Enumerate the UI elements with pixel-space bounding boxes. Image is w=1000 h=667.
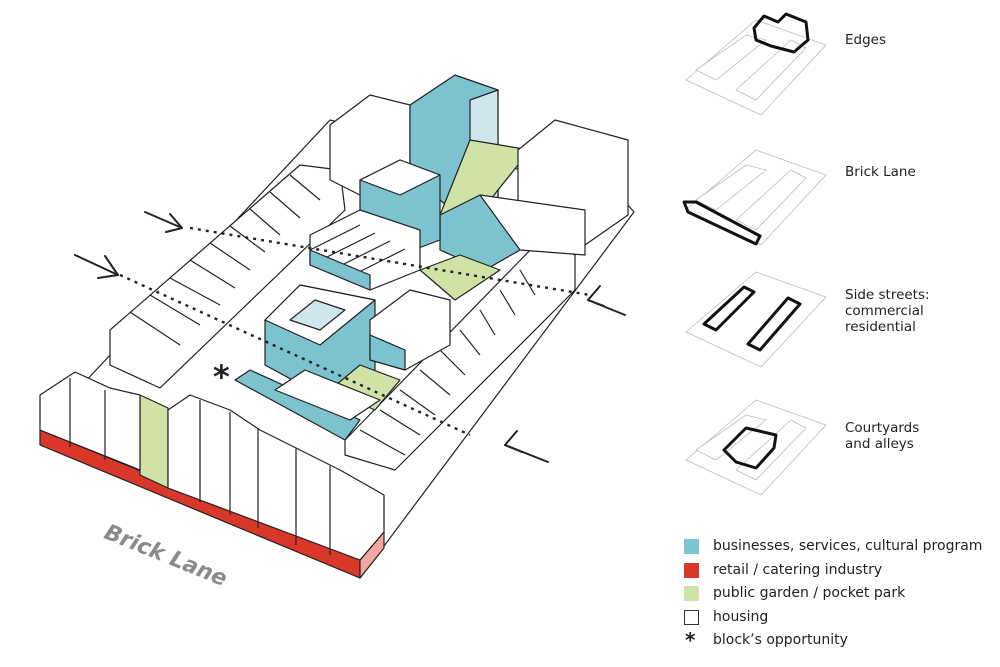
legend-item-retail: retail / catering industry	[684, 560, 994, 584]
arrow-in-left-top	[144, 211, 183, 233]
lower-business-strip	[234, 369, 361, 441]
thumbnail-brick-lane	[682, 149, 827, 246]
thumbnail-label-courtyards: Courtyards and alleys	[845, 420, 920, 452]
side-street-line-2	[119, 273, 471, 437]
axonometric-block-diagram	[39, 74, 635, 579]
pocket-park-corner	[139, 394, 169, 489]
thumbnail-label-side-streets: Side streets: commercial residential	[845, 287, 930, 335]
skylight	[289, 299, 346, 331]
housing-swatch	[684, 609, 699, 625]
asterisk-icon: *	[685, 628, 696, 652]
front-row-houses	[39, 371, 141, 471]
left-terrace-row	[109, 164, 346, 389]
thumbnail-side-streets	[685, 271, 827, 368]
side-street-line-1	[189, 226, 591, 297]
arrow-in-left-bottom	[74, 254, 119, 279]
thumbnail-edges	[685, 12, 827, 116]
thumbnail-label-brick-lane: Brick Lane	[845, 164, 916, 180]
garden-swatch	[684, 586, 699, 601]
arrow-in-right-bottom	[504, 430, 549, 463]
legend: businesses, services, cultural program r…	[684, 536, 994, 654]
legend-item-garden: public garden / pocket park	[684, 583, 994, 607]
central-garden	[419, 254, 501, 301]
legend-item-housing: housing	[684, 607, 994, 631]
thumbnail-label-edges: Edges	[845, 32, 887, 48]
arrow-in-right-top	[587, 285, 626, 316]
business-swatch	[684, 539, 699, 554]
thumbnail-courtyards	[685, 399, 827, 496]
retail-swatch	[684, 562, 699, 578]
opportunity-marker: *	[213, 358, 230, 396]
legend-item-business: businesses, services, cultural program	[684, 536, 994, 560]
legend-item-opportunity: * block’s opportunity	[685, 628, 848, 652]
